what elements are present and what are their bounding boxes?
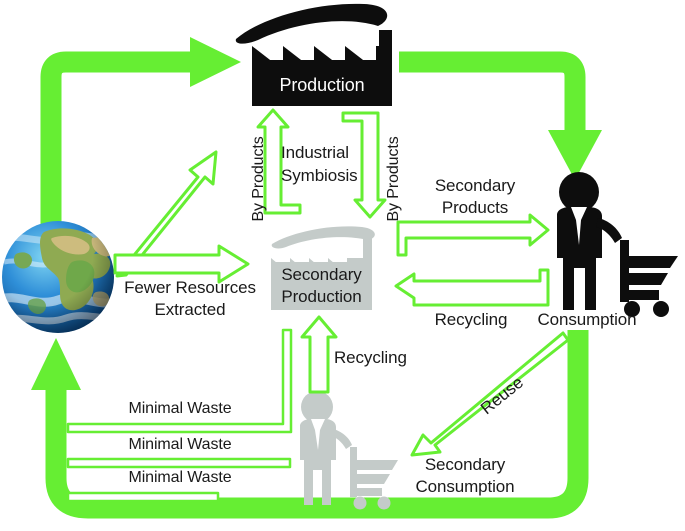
secondary-products-line2: Products	[441, 198, 509, 217]
minimal-waste-3-label: Minimal Waste	[128, 469, 232, 486]
flow-minimal-waste-3	[66, 491, 220, 503]
recycling-center-label: Recycling	[334, 348, 407, 367]
secondary-production-factory	[271, 226, 375, 310]
earth-globe	[2, 221, 114, 333]
flow-industrial-symbiosis-left	[256, 108, 302, 215]
consumption-label: Consumption	[537, 310, 637, 329]
production-label: Production	[279, 75, 365, 95]
industrial-symbiosis-line2: Symbiosis	[281, 166, 358, 185]
flow-reuse-arrow	[410, 331, 570, 457]
by-products-right-label: By Products	[385, 136, 403, 222]
secondary-products-line1: Secondary	[434, 176, 516, 195]
minimal-waste-2-label: Minimal Waste	[128, 436, 232, 453]
flow-minimal-waste-1	[66, 328, 293, 434]
secondary-consumption-line2: Consumption	[415, 477, 515, 496]
fewer-resources-line2: Extracted	[154, 300, 226, 319]
flow-minimal-waste-2	[66, 457, 292, 469]
flow-recycling-secondary-arrow	[300, 315, 338, 394]
secondary-production-line1: Secondary	[281, 265, 362, 284]
production-factory	[235, 3, 392, 106]
minimal-waste-1-label: Minimal Waste	[128, 400, 232, 417]
flow-resources-to-production	[40, 37, 241, 225]
flow-secondary-products-arrow	[396, 213, 550, 257]
secondary-consumption-line1: Secondary	[424, 455, 506, 474]
secondary-consumption-person	[300, 391, 398, 510]
industrial-symbiosis-line1: Industrial	[281, 143, 349, 162]
flow-recycling-consumption-arrow	[394, 268, 550, 307]
flow-fewer-resources-arrow	[113, 244, 250, 284]
consumption-person	[557, 172, 678, 317]
recycling-right-label: Recycling	[434, 310, 508, 329]
fewer-resources-line1: Fewer Resources	[124, 278, 256, 297]
by-products-left-label: By Products	[250, 136, 268, 222]
flow-waste-return	[31, 330, 589, 519]
secondary-production-line2: Production	[281, 287, 362, 306]
flow-products-to-consumption	[399, 51, 602, 180]
flow-industrial-symbiosis-right	[341, 111, 387, 219]
